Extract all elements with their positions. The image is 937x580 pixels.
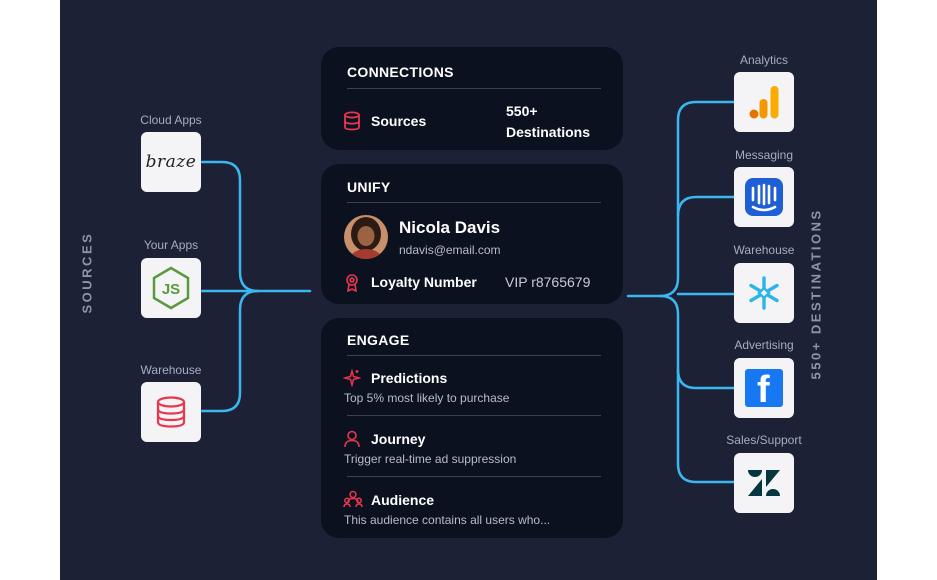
- destination-label-messaging: Messaging: [734, 148, 794, 162]
- avatar: [344, 215, 388, 259]
- connections-destinations-count: 550+: [506, 103, 538, 119]
- engage-item-title: Journey: [371, 431, 426, 447]
- destinations-vertical-label: 550+ DESTINATIONS: [808, 208, 824, 380]
- engage-divider: [347, 355, 601, 356]
- destination-tile-warehouse[interactable]: [734, 263, 794, 323]
- connections-sources-label: Sources: [371, 113, 427, 129]
- database-icon: [344, 111, 360, 131]
- group-icon: [343, 490, 363, 508]
- zendesk-logo: [748, 470, 780, 496]
- source-tile-warehouse[interactable]: [141, 382, 201, 442]
- connections-divider: [347, 88, 601, 89]
- wire-advertising: [676, 368, 736, 390]
- wire-destinations-main: [626, 100, 736, 298]
- unify-card: UNIFY Nicola Davis ndavis@email.com Loya…: [321, 164, 623, 304]
- wire-messaging: [676, 195, 736, 218]
- destination-tile-messaging[interactable]: [734, 167, 794, 227]
- database-icon: [156, 396, 186, 428]
- unify-title: UNIFY: [347, 179, 391, 195]
- svg-text:JS: JS: [162, 281, 180, 298]
- source-tile-braze[interactable]: braze: [141, 132, 201, 192]
- wire-cloud-apps: [200, 160, 260, 293]
- connections-card: CONNECTIONS Sources 550+ Destinations: [321, 47, 623, 150]
- destination-tile-sales-support[interactable]: [734, 453, 794, 513]
- destination-tile-analytics[interactable]: [734, 72, 794, 132]
- engage-item-divider: [347, 476, 601, 477]
- braze-logo: braze: [145, 152, 197, 172]
- engage-item-desc: This audience contains all users who...: [344, 513, 551, 527]
- google-analytics-logo: [749, 86, 779, 119]
- engage-item-divider: [347, 415, 601, 416]
- engage-title: ENGAGE: [347, 332, 410, 348]
- destination-label-sales-support: Sales/Support: [726, 433, 802, 447]
- source-label-warehouse: Warehouse: [140, 363, 202, 377]
- facebook-logo-letter: f: [757, 369, 770, 407]
- profile-email: ndavis@email.com: [399, 243, 501, 257]
- destination-label-advertising: Advertising: [734, 338, 794, 352]
- intercom-logo: [745, 178, 783, 216]
- wire-destinations-lower: [658, 294, 736, 484]
- source-tile-nodejs[interactable]: JS: [141, 258, 201, 318]
- connections-title: CONNECTIONS: [347, 64, 454, 80]
- destination-label-warehouse: Warehouse: [733, 243, 795, 257]
- loyalty-badge-icon: [346, 274, 358, 292]
- engage-item-title: Predictions: [371, 370, 448, 386]
- nodejs-logo: JS: [152, 266, 190, 310]
- profile-name: Nicola Davis: [399, 218, 501, 237]
- source-label-cloud-apps: Cloud Apps: [140, 113, 202, 127]
- user-icon: [344, 430, 360, 448]
- sparkle-icon: [343, 369, 361, 387]
- snowflake-logo: [749, 276, 779, 310]
- loyalty-value: VIP r8765679: [505, 274, 591, 290]
- loyalty-label: Loyalty Number: [371, 274, 477, 290]
- facebook-logo: f: [745, 369, 783, 407]
- engage-item-desc: Trigger real-time ad suppression: [344, 452, 517, 466]
- connections-destinations-label: Destinations: [506, 124, 591, 140]
- sources-vertical-label: SOURCES: [79, 231, 95, 314]
- unify-divider: [347, 202, 601, 203]
- engage-card: ENGAGE Predictions Top 5% most likely to…: [321, 318, 623, 538]
- destination-label-analytics: Analytics: [739, 53, 789, 67]
- wire-warehouse-src: [200, 289, 260, 413]
- engage-item-desc: Top 5% most likely to purchase: [344, 391, 510, 405]
- source-label-your-apps: Your Apps: [143, 238, 199, 252]
- destination-tile-advertising[interactable]: f: [734, 358, 794, 418]
- engage-item-title: Audience: [371, 492, 435, 508]
